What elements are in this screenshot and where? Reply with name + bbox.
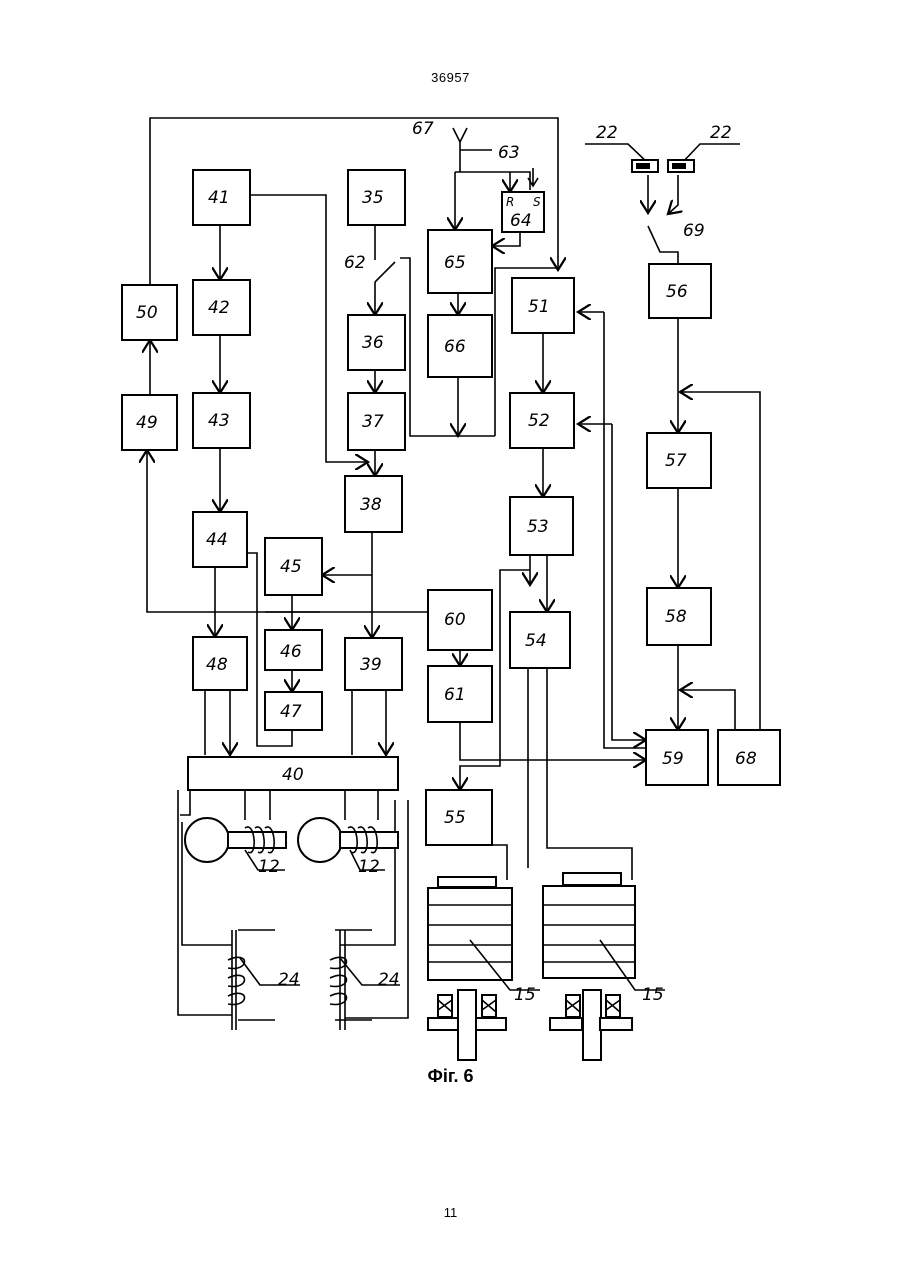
solenoids-15 [428,873,665,1060]
block-66-label: 66 [444,337,466,357]
label-69: 69 [683,221,705,241]
block-46-label: 46 [280,642,302,662]
block-64-r: R [506,195,514,209]
block-68-label: 68 [735,749,757,769]
block-65-label: 65 [444,253,466,273]
block-56-label: 56 [666,282,688,302]
block-45-label: 45 [280,557,302,577]
block-40-label: 40 [282,765,304,785]
block-35-label: 35 [362,188,384,208]
block-39-label: 39 [360,655,382,675]
label-67: 67 [412,119,434,139]
block-60-label: 60 [444,610,466,630]
block-51-label: 51 [528,297,550,317]
label-15-left: 15 [514,985,536,1005]
block-49-label: 49 [136,413,158,433]
block-58-label: 58 [665,607,687,627]
page-number-bottom: 11 [0,1205,901,1220]
block-42-label: 42 [208,298,230,318]
block-48-label: 48 [206,655,228,675]
block-64-label: 64 [510,211,532,231]
block-41-label: 41 [208,188,230,208]
block-44-label: 44 [206,530,228,550]
label-12-left: 12 [258,857,280,877]
block-47-label: 47 [280,702,302,722]
block-50-label: 50 [136,303,158,323]
block-59-label: 59 [662,749,684,769]
block-55-label: 55 [444,808,466,828]
label-62: 62 [344,253,366,273]
block-52-label: 52 [528,411,550,431]
label-12-right: 12 [358,857,380,877]
label-63: 63 [498,143,520,163]
label-22-left: 22 [596,123,618,143]
label-24-right: 24 [378,970,400,990]
block-36-label: 36 [362,333,384,353]
block-61-label: 61 [444,685,466,705]
block-37-label: 37 [362,412,384,432]
block-38-label: 38 [360,495,382,515]
block-54-label: 54 [525,631,547,651]
label-22-right: 22 [710,123,732,143]
block-64-s: S [533,195,541,209]
block-43-label: 43 [208,411,230,431]
label-24-left: 24 [278,970,300,990]
label-15-right: 15 [642,985,664,1005]
sensors-22 [632,160,694,172]
block-57-label: 57 [665,451,687,471]
figure-caption: Фіг. 6 [0,1066,901,1087]
block-53-label: 53 [527,517,549,537]
